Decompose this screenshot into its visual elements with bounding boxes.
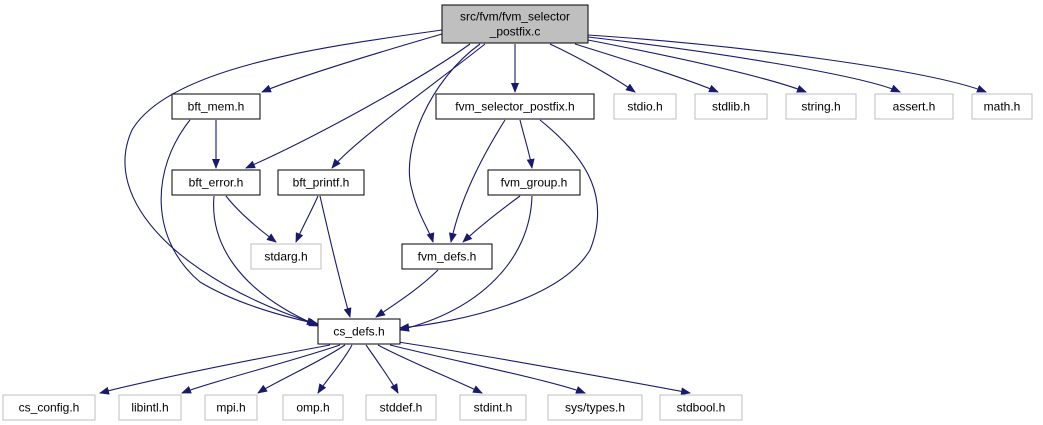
node-label-libintl: libintl.h — [131, 401, 168, 415]
node-stdint: stdint.h — [459, 394, 527, 421]
node-box-fvm_sel_h — [435, 93, 595, 120]
node-label-omp: omp.h — [296, 401, 329, 415]
node-cs_defs[interactable]: cs_defs.h — [317, 318, 401, 345]
node-box-cs_config — [2, 394, 96, 421]
node-box-assert — [874, 93, 954, 120]
edge-root-to-stdio — [549, 43, 636, 93]
node-omp: omp.h — [282, 394, 344, 421]
edge-bft_error-to-cs_defs — [213, 195, 319, 327]
edge-root-to-math — [587, 34, 987, 93]
node-label-bft_mem: bft_mem.h — [188, 100, 245, 114]
edge-cs_defs-to-stddef — [365, 344, 399, 394]
node-label-fvm_defs: fvm_defs.h — [418, 250, 477, 264]
node-label-assert: assert.h — [893, 100, 936, 114]
node-box-fvm_defs — [401, 243, 493, 270]
edge-root-to-assert — [587, 36, 901, 93]
node-label-stddef: stddef.h — [380, 401, 423, 415]
node-box-fvm_group — [487, 169, 581, 196]
node-box-systypes — [547, 394, 643, 421]
node-box-stdbool — [659, 394, 743, 421]
node-box-stdlib — [694, 93, 768, 120]
node-stdlib: stdlib.h — [694, 93, 768, 120]
node-label-stdlib: stdlib.h — [712, 100, 750, 114]
node-label-cs_config: cs_config.h — [19, 401, 80, 415]
node-box-stdarg — [250, 243, 322, 270]
node-string: string.h — [785, 93, 857, 120]
edge-fvm_group-to-fvm_defs — [462, 195, 521, 243]
node-stddef: stddef.h — [365, 394, 437, 421]
edge-root-to-cs_defs — [124, 29, 443, 326]
edge-cs_defs-to-omp — [317, 344, 353, 394]
node-label-fvm_group: fvm_group.h — [501, 176, 568, 190]
node-label-math: math.h — [984, 100, 1021, 114]
node-box-bft_mem — [171, 93, 261, 120]
edge-bft_error-to-stdarg — [225, 195, 277, 243]
edge-cs_defs-to-libintl — [181, 344, 341, 394]
node-label-stdint: stdint.h — [474, 401, 513, 415]
edge-root-to-bft_printf — [331, 43, 486, 169]
node-systypes: sys/types.h — [547, 394, 643, 421]
edge-fvm_sel_h-to-cs_defs — [399, 119, 599, 332]
node-math: math.h — [971, 93, 1033, 120]
edge-cs_defs-to-cs_config — [99, 344, 331, 395]
edge-root-to-string — [587, 39, 807, 93]
node-label-bft_error: bft_error.h — [189, 176, 244, 190]
edge-cs_defs-to-stdint — [377, 344, 483, 394]
node-bft_error[interactable]: bft_error.h — [171, 169, 261, 196]
edge-fvm_sel_h-to-fvm_group — [519, 119, 535, 169]
edge-fvm_group-to-cs_defs — [399, 195, 533, 332]
node-label-mpi: mpi.h — [216, 401, 245, 415]
node-label-cs_defs: cs_defs.h — [333, 325, 384, 339]
edge-root-to-fvm_defs — [408, 43, 481, 243]
node-fvm_group[interactable]: fvm_group.h — [487, 169, 581, 196]
node-box-cs_defs — [317, 318, 401, 345]
node-libintl: libintl.h — [118, 394, 182, 421]
node-bft_mem[interactable]: bft_mem.h — [171, 93, 261, 120]
node-assert: assert.h — [874, 93, 954, 120]
node-stdio: stdio.h — [613, 93, 677, 120]
edge-cs_defs-to-stdbool — [397, 341, 691, 396]
edge-root-to-bft_error — [245, 43, 471, 169]
node-box-bft_printf — [277, 169, 365, 196]
node-mpi: mpi.h — [204, 394, 258, 421]
edge-fvm_sel_h-to-fvm_defs — [448, 119, 506, 243]
edge-bft_mem-to-cs_defs — [160, 119, 319, 327]
edge-root-to-stdlib — [574, 43, 719, 93]
edge-bft_printf-to-cs_defs — [319, 195, 352, 318]
node-box-stdint — [459, 394, 527, 421]
node-label-string: string.h — [801, 100, 840, 114]
node-box-omp — [282, 394, 344, 421]
node-stdbool: stdbool.h — [659, 394, 743, 421]
node-box-stdio — [613, 93, 677, 120]
node-label-systypes: sys/types.h — [565, 401, 625, 415]
node-bft_printf[interactable]: bft_printf.h — [277, 169, 365, 196]
edge-cs_defs-to-systypes — [389, 344, 586, 394]
node-fvm_defs[interactable]: fvm_defs.h — [401, 243, 493, 270]
node-stdarg: stdarg.h — [250, 243, 322, 270]
node-label-root-line-2: _postfix.c — [489, 25, 541, 39]
node-box-root — [441, 4, 589, 44]
node-label-stdbool: stdbool.h — [677, 401, 726, 415]
node-cs_config: cs_config.h — [2, 394, 96, 421]
edge-cs_defs-to-mpi — [257, 344, 346, 394]
node-box-stddef — [365, 394, 437, 421]
node-root[interactable]: src/fvm/fvm_selector_postfix.c — [441, 4, 589, 44]
node-label-stdio: stdio.h — [627, 100, 662, 114]
edge-fvm_defs-to-cs_defs — [375, 269, 439, 318]
node-label-stdarg: stdarg.h — [264, 250, 307, 264]
node-box-bft_error — [171, 169, 261, 196]
node-box-mpi — [204, 394, 258, 421]
node-box-libintl — [118, 394, 182, 421]
edge-bft_printf-to-stdarg — [295, 195, 319, 243]
edge-root-to-bft_mem — [261, 33, 443, 93]
node-box-string — [785, 93, 857, 120]
node-label-fvm_sel_h: fvm_selector_postfix.h — [455, 100, 574, 114]
node-label-bft_printf: bft_printf.h — [293, 176, 350, 190]
node-label-root-line-1: src/fvm/fvm_selector — [460, 10, 570, 24]
node-box-math — [971, 93, 1033, 120]
edges-layer — [99, 29, 987, 396]
node-fvm_sel_h[interactable]: fvm_selector_postfix.h — [435, 93, 595, 120]
